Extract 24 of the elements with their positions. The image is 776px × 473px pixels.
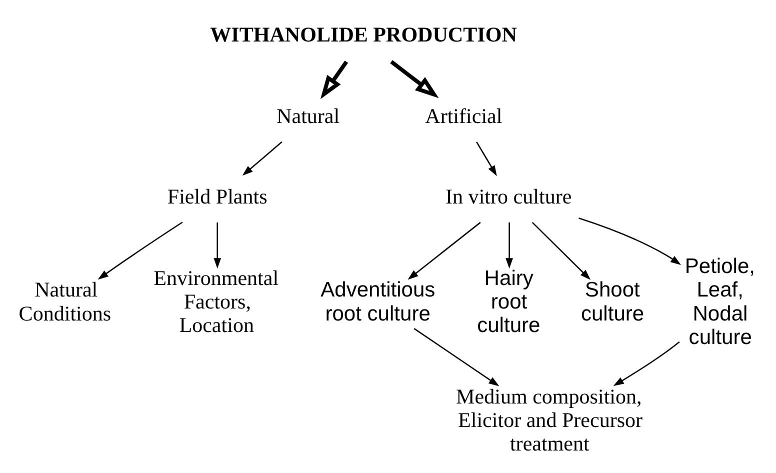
arrow <box>476 142 497 176</box>
node-text: Medium composition, Elicitor and Precursor treatment <box>456 384 643 456</box>
node-text: Hairy root culture <box>477 266 540 338</box>
node-text: Field Plants <box>167 184 268 208</box>
node-text: In vitro culture <box>446 184 572 208</box>
arrow <box>506 222 513 269</box>
node-text: Natural Conditions <box>18 278 112 326</box>
node-text: Adventitious root culture <box>320 278 436 326</box>
arrow <box>98 222 183 280</box>
arrow <box>578 217 682 266</box>
arrow <box>214 222 222 269</box>
arrow <box>242 141 282 176</box>
arrow <box>320 60 348 100</box>
node-text: WITHANOLIDE PRODUCTION <box>210 22 517 47</box>
arrow <box>390 60 439 98</box>
arrow <box>532 222 591 280</box>
arrow <box>613 341 680 386</box>
arrow <box>414 328 500 386</box>
node-text: Petiole, Leaf, Nodal culture <box>684 255 756 350</box>
arrow <box>408 222 481 280</box>
node-text: Artificial <box>425 104 502 128</box>
node-text: Natural <box>276 104 340 128</box>
node-text: Environmental Factors, Location <box>154 266 279 338</box>
node-text: Shoot culture <box>580 278 644 326</box>
